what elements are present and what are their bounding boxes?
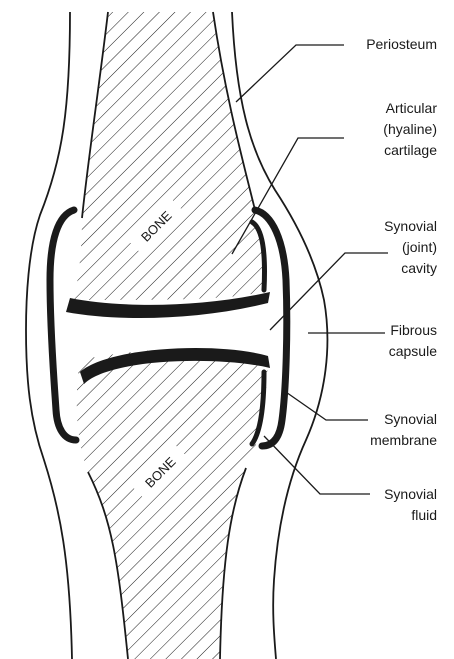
label-synovial-membrane: Synovial membrane [370, 409, 437, 451]
leader-membrane [283, 390, 368, 420]
label-periosteum: Periosteum [366, 34, 437, 55]
label-articular-cartilage: Articular (hyaline) cartilage [383, 98, 437, 161]
label-synovial-fluid: Synovial fluid [384, 484, 437, 526]
lower-bone: BONE [60, 340, 290, 659]
leader-fluid [264, 436, 370, 494]
label-fibrous-capsule: Fibrous capsule [389, 320, 437, 362]
leader-periosteum [236, 45, 344, 102]
synovial-membrane-left [50, 210, 76, 440]
label-synovial-cavity: Synovial (joint) cavity [384, 216, 437, 279]
outer-contour-right [232, 12, 327, 659]
upper-bone: BONE [60, 0, 290, 310]
